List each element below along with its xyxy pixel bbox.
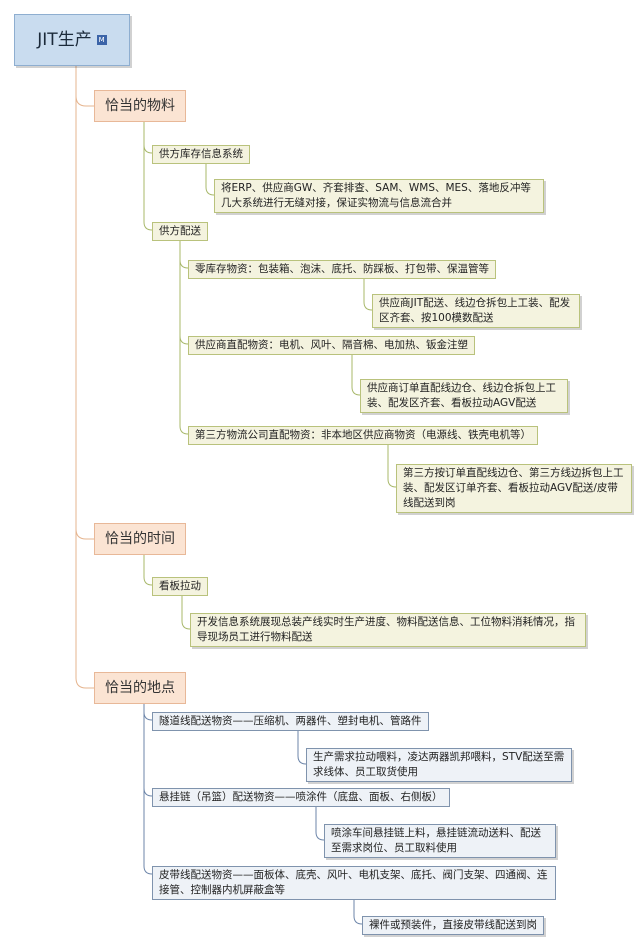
topic-hanging-chain-desc[interactable]: 喷涂车间悬挂链上料，悬挂链流动送料、配送至需求岗位、员工取料使用 [324,824,556,858]
topic-label: 供方库存信息系统 [159,148,243,160]
topic-label: 看板拉动 [159,580,201,592]
category-label: 恰当的时间 [105,531,175,547]
topic-zero-stock-desc[interactable]: 供应商JIT配送、线边仓拆包上工装、配发区齐套、按100模数配送 [372,294,580,328]
topic-hanging-chain[interactable]: 悬挂链（吊篮）配送物资——喷涂件（底盘、面板、右侧板） [152,788,450,807]
topic-supplier-delivery[interactable]: 供方配送 [152,222,208,241]
topic-belt-line-desc[interactable]: 裸件或预装件，直接皮带线配送到岗 [362,916,544,935]
root-title: JIT生产 [37,29,92,50]
category-right-material[interactable]: 恰当的物料 [94,90,186,122]
topic-label: 裸件或预装件，直接皮带线配送到岗 [369,919,537,931]
topic-label: 隧道线配送物资——压缩机、两器件、塑封电机、管路件 [159,715,422,727]
topic-kanban[interactable]: 看板拉动 [152,577,208,596]
topic-belt-line[interactable]: 皮带线配送物资——面板体、底壳、风叶、电机支架、底托、阀门支架、四通阀、连接管、… [152,866,556,900]
topic-label: 将ERP、供应商GW、齐套排查、SAM、WMS、MES、落地反冲等几大系统进行无… [221,182,531,209]
topic-label: 第三方按订单直配线边仓、第三方线边拆包上工装、配发区订单齐套、看板拉动AGV配送… [403,467,624,509]
topic-third-party[interactable]: 第三方物流公司直配物资：非本地区供应商物资（电源线、铁壳电机等） [188,426,538,445]
topic-label: 第三方物流公司直配物资：非本地区供应商物资（电源线、铁壳电机等） [195,429,531,441]
note-marker-icon[interactable]: M [96,35,107,45]
topic-third-party-desc[interactable]: 第三方按订单直配线边仓、第三方线边拆包上工装、配发区订单齐套、看板拉动AGV配送… [396,464,632,513]
category-right-time[interactable]: 恰当的时间 [94,523,186,555]
topic-label: 悬挂链（吊篮）配送物资——喷涂件（底盘、面板、右侧板） [159,791,443,803]
topic-label: 喷涂车间悬挂链上料，悬挂链流动送料、配送至需求岗位、员工取料使用 [331,827,541,854]
topic-label: 开发信息系统展现总装产线实时生产进度、物料配送信息、工位物料消耗情况，指导现场员… [197,616,575,643]
topic-label: 零库存物资：包装箱、泡沫、底托、防踩板、打包带、保温管等 [195,263,489,275]
topic-tunnel-line[interactable]: 隧道线配送物资——压缩机、两器件、塑封电机、管路件 [152,712,429,731]
topic-kanban-desc[interactable]: 开发信息系统展现总装产线实时生产进度、物料配送信息、工位物料消耗情况，指导现场员… [190,613,586,647]
topic-label: 供方配送 [159,225,201,237]
topic-direct-supply[interactable]: 供应商直配物资：电机、风叶、隔音棉、电加热、钣金注塑 [188,336,475,355]
topic-supplier-stock-system[interactable]: 供方库存信息系统 [152,145,250,164]
category-right-place[interactable]: 恰当的地点 [94,672,186,704]
topic-label: 供应商直配物资：电机、风叶、隔音棉、电加热、钣金注塑 [195,339,468,351]
topic-tunnel-line-desc[interactable]: 生产需求拉动喂料，凌达两器凯邦喂料，STV配送至需求线体、员工取货使用 [306,748,572,782]
topic-zero-stock[interactable]: 零库存物资：包装箱、泡沫、底托、防踩板、打包带、保温管等 [188,260,496,279]
topic-direct-supply-desc[interactable]: 供应商订单直配线边仓、线边仓拆包上工装、配发区齐套、看板拉动AGV配送 [360,379,568,413]
topic-label: 皮带线配送物资——面板体、底壳、风叶、电机支架、底托、阀门支架、四通阀、连接管、… [159,869,548,896]
category-label: 恰当的地点 [105,680,175,696]
root-topic[interactable]: JIT生产 M [14,14,130,66]
topic-supplier-stock-desc[interactable]: 将ERP、供应商GW、齐套排查、SAM、WMS、MES、落地反冲等几大系统进行无… [214,179,544,213]
topic-label: 供应商JIT配送、线边仓拆包上工装、配发区齐套、按100模数配送 [379,297,571,324]
topic-label: 生产需求拉动喂料，凌达两器凯邦喂料，STV配送至需求线体、员工取货使用 [313,751,565,778]
category-label: 恰当的物料 [105,98,175,114]
topic-label: 供应商订单直配线边仓、线边仓拆包上工装、配发区齐套、看板拉动AGV配送 [367,382,556,409]
